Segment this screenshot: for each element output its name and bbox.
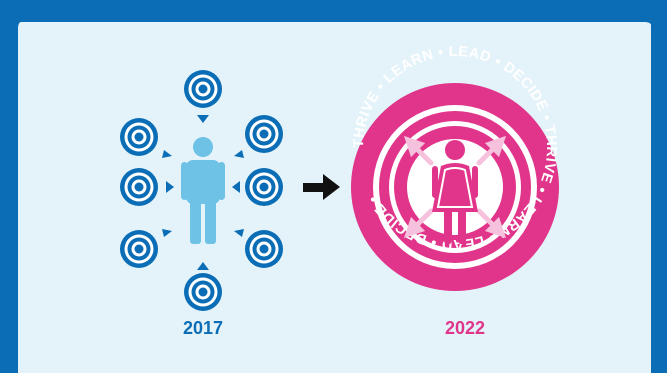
- pointer-arrows: [162, 115, 244, 270]
- year-before-label: 2017: [182, 318, 224, 338]
- target-icon: [245, 230, 283, 268]
- male-figure-icon: [181, 137, 225, 244]
- target-icon: [245, 115, 283, 153]
- year-after-label: 2022: [444, 318, 486, 338]
- arrow-right-icon: [303, 174, 340, 200]
- female-figure-outline: [436, 167, 474, 208]
- target-icon: [120, 230, 158, 268]
- target-icon: [245, 168, 283, 206]
- target-icon: [184, 273, 222, 311]
- target-icon: [120, 118, 158, 156]
- target-icon: [184, 70, 222, 108]
- outward-arrows: [403, 135, 507, 239]
- target-icon: [120, 168, 158, 206]
